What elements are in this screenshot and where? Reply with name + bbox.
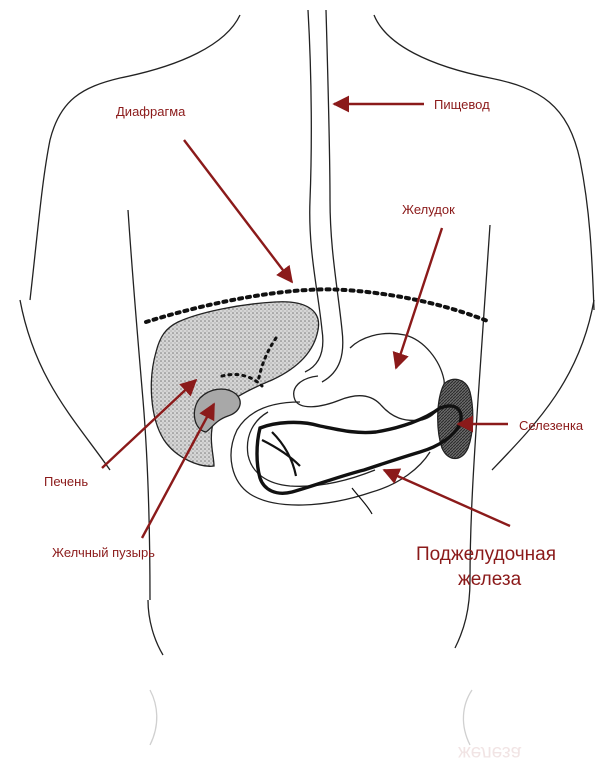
label-reflection: железа (458, 742, 522, 763)
right-shoulder-line (374, 15, 594, 310)
pancreas (257, 406, 461, 514)
label-stomach: Желудок (402, 202, 455, 217)
spleen (438, 379, 473, 458)
reflection-right-line (463, 690, 472, 745)
arrow-pancreas (384, 470, 510, 526)
left-shoulder-line (30, 15, 240, 300)
label-gallbladder: Желчный пузырь (52, 545, 155, 560)
right-waist-curve (455, 580, 470, 648)
left-arm-inner-line (128, 210, 150, 600)
right-torso-edge (492, 300, 594, 470)
arrow-diaphragm (184, 140, 292, 282)
left-torso-edge (20, 300, 110, 470)
body-outline (20, 15, 594, 745)
reflection-left-line (150, 690, 157, 745)
stomach (294, 333, 445, 420)
arrow-stomach (396, 228, 442, 368)
right-arm-inner-line (470, 225, 490, 580)
label-diaphragm: Диафрагма (116, 104, 186, 119)
left-waist-curve (148, 600, 163, 655)
label-liver: Печень (44, 474, 88, 489)
label-pancreas-line1: Поджелудочная (416, 544, 556, 565)
label-pancreas-line2: железа (458, 569, 522, 590)
label-spleen: Селезенка (519, 418, 584, 433)
label-esophagus: Пищевод (434, 97, 490, 112)
label-pancreas-reflection: железа (458, 742, 522, 763)
liver (151, 302, 318, 467)
